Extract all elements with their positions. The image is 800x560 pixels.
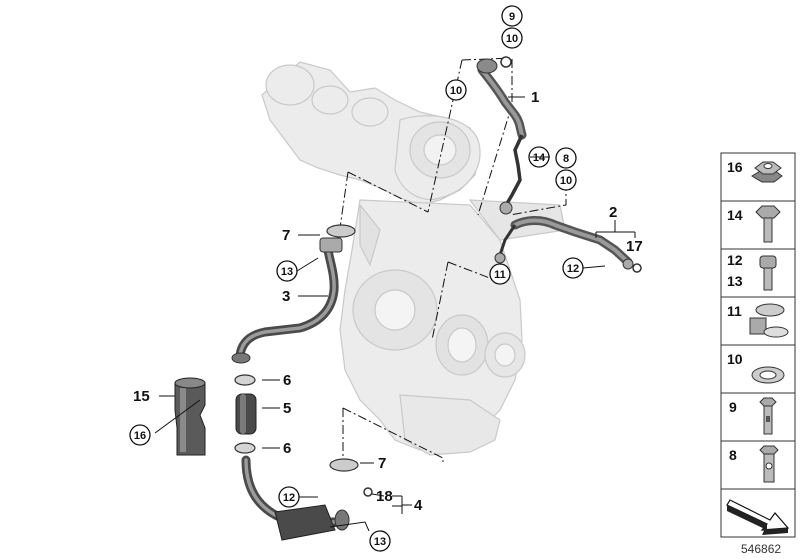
circled-12-lower: 12 — [283, 492, 295, 504]
label-6-lower: 6 — [283, 440, 291, 457]
legend-label-16: 16 — [727, 159, 743, 175]
label-3: 3 — [282, 288, 290, 305]
circled-part-text: 9 10 10 14 8 10 11 12 13 12 13 16 — [134, 11, 579, 548]
label-6-upper: 6 — [283, 372, 291, 389]
circled-10-top: 10 — [506, 33, 518, 45]
callout-leaders — [154, 96, 636, 514]
oil-line-2 — [494, 216, 642, 273]
socket-screw-icon — [759, 255, 777, 291]
oil-return-pipe — [231, 224, 356, 364]
pipe-sleeve — [174, 377, 206, 456]
label-7-upper: 7 — [282, 227, 290, 244]
label-15: 15 — [133, 388, 150, 405]
sealing-ring-icon — [751, 366, 785, 384]
label-18: 18 — [376, 488, 393, 505]
label-2: 2 — [609, 204, 617, 221]
turbocharger-ghost — [261, 61, 566, 456]
legend-label-11: 11 — [727, 303, 742, 319]
hardware-legend: 16 14 12 13 11 10 9 — [720, 152, 796, 538]
arrow-icon — [726, 499, 790, 535]
diagram-code: 546862 — [741, 542, 781, 556]
label-1: 1 — [531, 89, 539, 106]
circled-leaders — [296, 156, 606, 532]
circled-10-left: 10 — [450, 85, 462, 97]
circled-10-right: 10 — [560, 175, 572, 187]
circled-13-lower: 13 — [374, 536, 386, 548]
legend-label-13: 13 — [727, 273, 743, 289]
circled-8: 8 — [563, 153, 569, 165]
circled-16: 16 — [134, 430, 146, 442]
label-7-lower: 7 — [378, 455, 386, 472]
circled-12-right: 12 — [567, 263, 579, 275]
clip-washer-icon — [749, 303, 789, 338]
hex-bolt-icon — [755, 205, 781, 243]
legend-label-10: 10 — [727, 351, 743, 367]
oil-supply-line-upper — [476, 56, 527, 215]
circled-9: 9 — [509, 11, 515, 23]
label-4: 4 — [414, 497, 423, 514]
legend-label-14: 14 — [727, 207, 743, 223]
part-number-labels: 1 2 17 7 3 6 5 6 15 7 18 4 — [133, 89, 643, 514]
circled-13-upper: 13 — [281, 266, 293, 278]
legend-label-12-13: 12 — [727, 252, 743, 268]
banjo-bolt-icon — [759, 397, 777, 435]
hollow-bolt-icon — [759, 445, 779, 483]
label-5: 5 — [283, 400, 291, 417]
circled-14: 14 — [533, 152, 546, 164]
oil-return-pipe-lower — [241, 455, 373, 541]
label-17: 17 — [626, 238, 643, 255]
legend-label-8: 8 — [729, 447, 737, 463]
circled-11: 11 — [494, 269, 506, 281]
return-hose-assembly — [234, 374, 257, 454]
legend-label-9: 9 — [729, 399, 737, 415]
flange-nut-icon — [751, 161, 783, 183]
